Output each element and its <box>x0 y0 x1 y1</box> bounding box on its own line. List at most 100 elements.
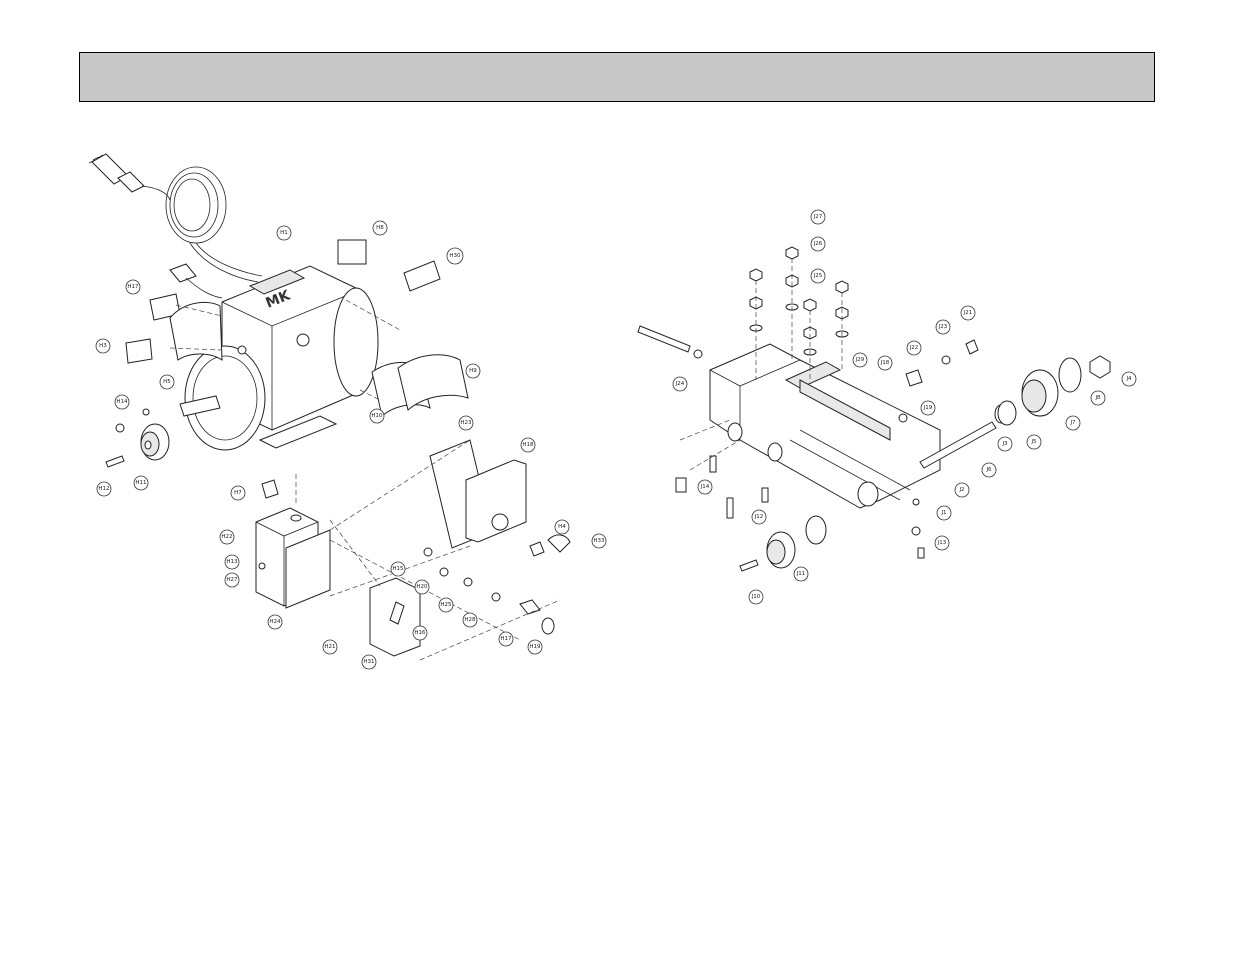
nut-j4 <box>1089 355 1111 379</box>
callout-h33: H33 <box>591 533 607 549</box>
grommet-h26 <box>439 567 449 577</box>
cord-connector <box>169 263 223 299</box>
callout-h13: H13 <box>224 554 240 570</box>
bearing-j3 <box>805 515 827 545</box>
callout-h30: H30 <box>446 247 464 265</box>
svg-text:J1: J1 <box>940 510 946 516</box>
nut-h25 <box>463 577 473 587</box>
callout-h3: H3 <box>95 338 111 354</box>
svg-text:H12: H12 <box>98 486 109 492</box>
motor-shaft <box>179 395 221 417</box>
callout-h22: H22 <box>219 529 235 545</box>
svg-text:H10: H10 <box>371 413 383 419</box>
motor-callouts: H1 H8 H30 H17 H3 H5 H9 H10 H14 H12 H11 H… <box>95 220 607 670</box>
callout-h15: H15 <box>390 561 406 577</box>
svg-text:H7: H7 <box>234 490 242 496</box>
switch-box-h22 <box>465 459 527 543</box>
cover-h9 <box>397 354 469 411</box>
callout-j3: J3 <box>997 436 1013 452</box>
key-h15 <box>547 534 571 553</box>
svg-text:H18: H18 <box>522 442 534 448</box>
svg-text:H20: H20 <box>416 584 428 590</box>
callout-h4: H4 <box>554 519 570 535</box>
svg-text:H15: H15 <box>392 566 404 572</box>
callout-j2: J2 <box>954 482 970 498</box>
callout-j13: J13 <box>934 535 950 551</box>
coiled-cord <box>141 166 263 283</box>
pin-j19 <box>905 369 923 387</box>
callout-j22: J22 <box>906 340 922 356</box>
svg-text:J21: J21 <box>963 310 973 316</box>
callout-h23: H23 <box>458 415 474 431</box>
svg-text:J7: J7 <box>1069 420 1076 426</box>
label-h8 <box>337 239 367 265</box>
power-plug <box>88 153 145 193</box>
svg-text:H5: H5 <box>163 379 171 385</box>
svg-text:J13: J13 <box>937 540 947 546</box>
key-j10 <box>739 559 759 572</box>
callout-h28: H28 <box>462 612 478 628</box>
svg-text:J19: J19 <box>923 405 933 411</box>
callout-h11: H11 <box>133 475 149 491</box>
callout-j23: J23 <box>935 319 951 335</box>
svg-text:J12: J12 <box>754 514 764 520</box>
svg-text:J24: J24 <box>675 381 685 387</box>
svg-text:J25: J25 <box>813 273 823 279</box>
callout-h27: H27 <box>224 572 240 588</box>
callout-j11: J11 <box>793 566 809 582</box>
long-bolt-j28 <box>637 325 691 353</box>
bearing-j5 <box>997 400 1017 426</box>
svg-text:H3: H3 <box>99 343 107 349</box>
callout-h17b: H17 <box>498 631 514 647</box>
motor-body: MK <box>179 265 379 451</box>
svg-text:J11: J11 <box>796 571 806 577</box>
callout-h1: H1 <box>276 225 292 241</box>
svg-text:J22: J22 <box>909 345 919 351</box>
svg-text:H24: H24 <box>269 619 281 625</box>
pulley-j11 <box>766 531 796 569</box>
callout-h19: H19 <box>527 639 543 655</box>
base-frame <box>709 343 941 509</box>
svg-text:H23: H23 <box>460 420 472 426</box>
svg-text:H9: H9 <box>469 368 477 374</box>
callout-j8: J8 <box>1090 390 1106 406</box>
svg-text:J8: J8 <box>1094 395 1101 401</box>
bracket-plate <box>285 529 331 609</box>
label-h30 <box>403 260 441 292</box>
svg-text:H1: H1 <box>280 230 288 236</box>
plug-h16 <box>541 617 555 635</box>
screw-h20 <box>423 547 433 557</box>
svg-text:J27: J27 <box>813 214 823 220</box>
svg-text:J18: J18 <box>880 360 890 366</box>
svg-text:H28: H28 <box>464 617 476 623</box>
cable-gland <box>261 479 279 499</box>
svg-text:H30: H30 <box>449 253 461 259</box>
callout-h24: H24 <box>267 614 283 630</box>
callout-h10: H10 <box>369 408 385 424</box>
callout-j26: J26 <box>810 236 826 252</box>
callout-j25: J25 <box>810 268 826 284</box>
svg-text:H13: H13 <box>226 559 238 565</box>
svg-text:H14: H14 <box>116 399 128 405</box>
washer-j8 <box>1058 357 1082 393</box>
knob-h33 <box>529 541 545 557</box>
svg-text:H25: H25 <box>440 602 452 608</box>
label-h3 <box>125 338 153 364</box>
header-bar <box>79 52 1155 102</box>
callout-j1: J1 <box>936 505 952 521</box>
callout-j27: J27 <box>810 209 826 225</box>
callout-h7: H7 <box>230 485 246 501</box>
callout-h17: H17 <box>125 279 141 295</box>
svg-text:H11: H11 <box>135 480 146 486</box>
svg-text:J14: J14 <box>700 484 710 490</box>
callout-h16: H16 <box>412 625 428 641</box>
svg-text:H17: H17 <box>127 284 139 290</box>
callout-j10: J10 <box>748 589 764 605</box>
callout-h25: H25 <box>438 597 454 613</box>
pulley-j7 <box>1021 369 1059 417</box>
drive-pulley <box>105 408 170 468</box>
callout-j5: J5 <box>1026 434 1042 450</box>
callout-j12: J12 <box>751 509 767 525</box>
callout-h8: H8 <box>372 220 388 236</box>
